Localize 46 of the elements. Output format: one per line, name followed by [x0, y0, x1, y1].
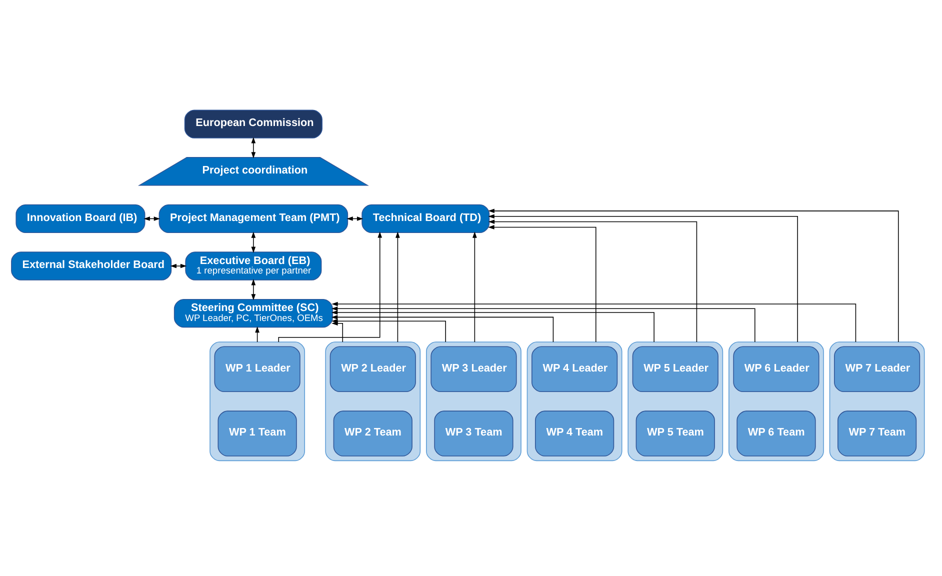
node-box: External Stakeholder Board [11, 251, 172, 280]
cluster [829, 341, 925, 461]
node-box: Executive Board (EB) 1 representative per partner [185, 251, 322, 280]
node-box: WP 3 Team [434, 410, 514, 456]
node-box: WP 6 Leader [733, 346, 820, 392]
arrow [488, 219, 698, 342]
arrow [472, 231, 477, 342]
cluster [628, 341, 724, 461]
node-box: WP 3 Leader [430, 346, 517, 392]
arrow [332, 318, 446, 342]
node-box: WP 1 Team [218, 410, 297, 456]
arrow [251, 278, 256, 300]
node-box: WP 6 Team [736, 410, 816, 456]
arrow [488, 214, 798, 342]
arrow [396, 231, 400, 342]
node-box: WP 5 Team [636, 410, 715, 456]
arrow [488, 224, 596, 342]
node-box: European Commission [184, 109, 322, 138]
node-box: Technical Board (TD) [362, 204, 490, 233]
node-box: WP 7 Leader [834, 346, 920, 392]
arrow [251, 231, 256, 252]
cluster [325, 341, 421, 461]
arrow [278, 231, 382, 342]
arrow [331, 310, 654, 342]
cluster [210, 341, 306, 461]
node-box: WP 2 Team [333, 410, 412, 456]
node-box: WP 2 Leader [330, 346, 416, 392]
arrow [251, 136, 256, 158]
node-box: WP 1 Leader [214, 346, 300, 392]
arrow [255, 326, 260, 342]
arrow [331, 306, 756, 342]
arrow [331, 314, 554, 342]
cluster [526, 341, 622, 461]
node-box: Innovation Board (IB) [16, 204, 146, 233]
node-box: Project Management Team (PMT) [158, 204, 348, 233]
arrow [170, 263, 187, 268]
cluster [426, 341, 522, 461]
arrow [488, 208, 899, 342]
cluster [728, 341, 824, 461]
node-box: WP 5 Leader [632, 346, 718, 392]
arrow [332, 301, 856, 342]
arrow [332, 320, 344, 342]
node-box: WP 4 Leader [532, 346, 618, 392]
node-box: WP 7 Team [838, 410, 917, 456]
node-box: Steering Committee (SC) WP Leader, PC, TierOnes, OEMs [174, 298, 333, 328]
node-box: WP 4 Team [535, 410, 614, 456]
